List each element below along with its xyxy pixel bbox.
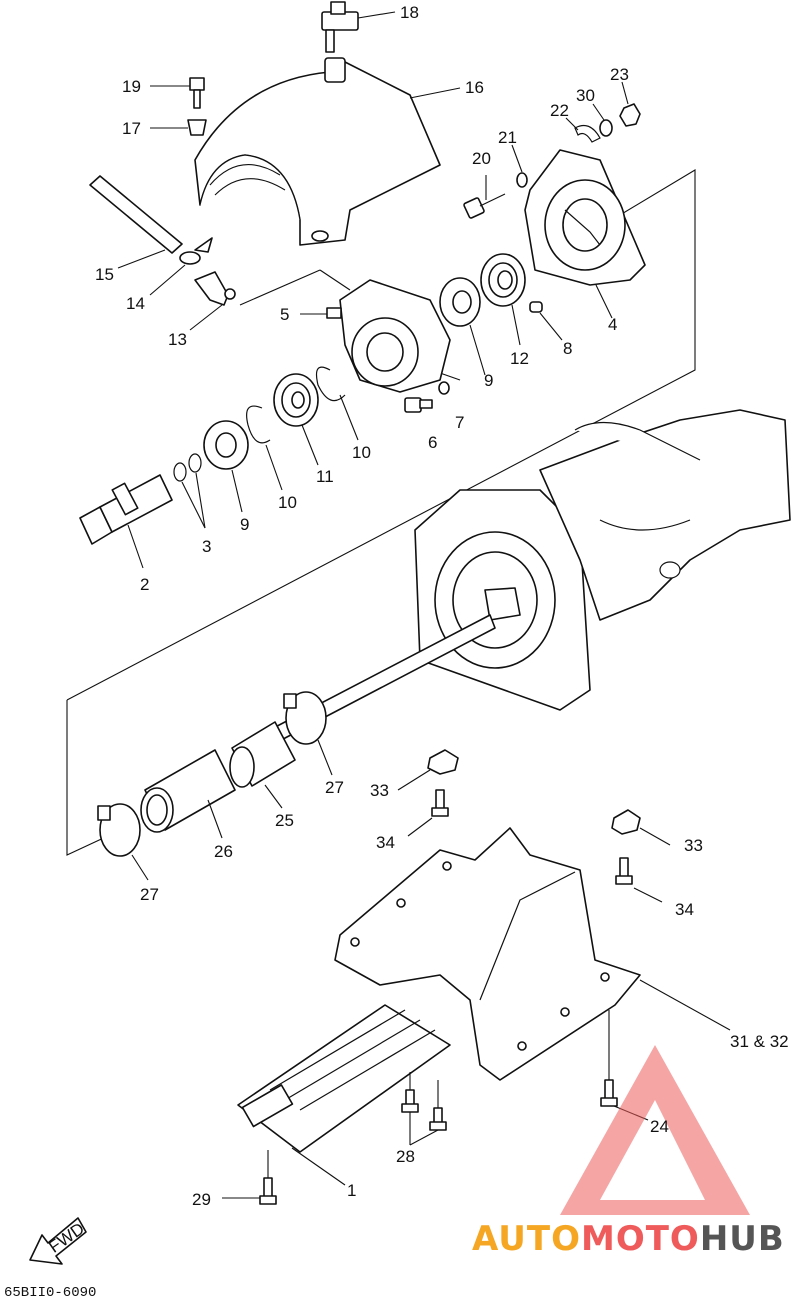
callout-labels: 18 19 17 16 23 30 22 21 20 15 14 13 5 4 … bbox=[95, 3, 789, 1209]
callout-9-lower: 9 bbox=[240, 515, 249, 534]
part-27-clamp-lower bbox=[97, 803, 149, 881]
part-28-screws bbox=[401, 1072, 447, 1146]
part-20-bolt bbox=[463, 175, 506, 219]
callout-34-left: 34 bbox=[376, 833, 395, 852]
callout-6: 6 bbox=[428, 433, 437, 452]
callout-33-left: 33 bbox=[370, 781, 389, 800]
callout-34-right: 34 bbox=[675, 900, 694, 919]
part-9-bearing-upper bbox=[439, 277, 486, 376]
part-4-housing bbox=[524, 149, 646, 319]
callout-30: 30 bbox=[576, 86, 595, 105]
callout-4: 4 bbox=[608, 315, 617, 334]
callout-26: 26 bbox=[214, 842, 233, 861]
callout-7: 7 bbox=[455, 413, 464, 432]
part-9-bearing-lower bbox=[203, 420, 249, 513]
callout-33-right: 33 bbox=[684, 836, 703, 855]
part-33-nut-a bbox=[397, 749, 459, 791]
callout-21: 21 bbox=[498, 128, 517, 147]
callout-10-lower: 10 bbox=[278, 493, 297, 512]
logo-text-hub: HUB bbox=[700, 1219, 785, 1259]
part-25-coupler bbox=[229, 721, 296, 809]
callout-16: 16 bbox=[465, 78, 484, 97]
part-34-screw-b bbox=[615, 857, 663, 903]
part-29-screw bbox=[222, 1150, 277, 1205]
part-14-clip bbox=[149, 237, 213, 296]
callout-2: 2 bbox=[140, 575, 149, 594]
callout-1: 1 bbox=[347, 1181, 356, 1200]
callout-14: 14 bbox=[126, 294, 145, 313]
part-15-hose bbox=[89, 175, 183, 269]
part-31-32-mount bbox=[334, 827, 731, 1081]
part-16-cover bbox=[194, 57, 461, 246]
part-2-shaft bbox=[79, 474, 173, 569]
part-10-circlip-upper bbox=[315, 366, 359, 441]
svg-text:AUTOMOTOHUB: AUTOMOTOHUB bbox=[472, 1219, 785, 1259]
callout-23: 23 bbox=[610, 65, 629, 84]
part-7-washer bbox=[438, 381, 450, 395]
part-19-bolt bbox=[150, 77, 205, 109]
callout-13: 13 bbox=[168, 330, 187, 349]
part-5-housing bbox=[300, 279, 451, 393]
callout-10-upper: 10 bbox=[352, 443, 371, 462]
part-6-bolt bbox=[404, 397, 433, 413]
callout-5: 5 bbox=[280, 305, 289, 324]
callout-18: 18 bbox=[400, 3, 419, 22]
callout-17: 17 bbox=[122, 119, 141, 138]
callout-9-upper: 9 bbox=[484, 371, 493, 390]
callout-19: 19 bbox=[122, 77, 141, 96]
callout-24: 24 bbox=[650, 1117, 669, 1136]
part-30-washer bbox=[592, 103, 613, 137]
callout-12: 12 bbox=[510, 349, 529, 368]
callout-31-32: 31 & 32 bbox=[730, 1032, 789, 1051]
part-11-bearing bbox=[273, 373, 319, 466]
part-27-clamp-upper bbox=[283, 691, 333, 776]
callout-15: 15 bbox=[95, 265, 114, 284]
assembly-frame bbox=[66, 169, 696, 856]
part-1-grate bbox=[237, 1004, 451, 1186]
part-18-bracket-bolt bbox=[321, 1, 396, 53]
callout-27-lower: 27 bbox=[140, 885, 159, 904]
diagram-code: 65BII0-6090 bbox=[4, 1285, 96, 1301]
logo-text-auto: AUTO bbox=[472, 1219, 581, 1259]
automotohub-logo: AUTOMOTOHUB bbox=[472, 1045, 785, 1259]
callout-8: 8 bbox=[563, 339, 572, 358]
part-23-nut bbox=[619, 81, 641, 127]
callout-27-upper: 27 bbox=[325, 778, 344, 797]
part-34-screw-a bbox=[407, 789, 449, 837]
logo-text-moto: MOTO bbox=[581, 1219, 700, 1259]
callout-25: 25 bbox=[275, 811, 294, 830]
part-12-bearing bbox=[480, 253, 526, 346]
fwd-arrow-icon: FWD bbox=[29, 1217, 88, 1265]
part-17-grommet bbox=[150, 119, 207, 136]
callout-20: 20 bbox=[472, 149, 491, 168]
part-10-circlip-lower bbox=[246, 405, 283, 491]
callout-11: 11 bbox=[316, 467, 334, 486]
callout-28: 28 bbox=[396, 1147, 415, 1166]
callout-29: 29 bbox=[192, 1190, 211, 1209]
part-8-pin bbox=[529, 301, 563, 341]
part-13-fitting bbox=[189, 271, 236, 331]
part-21-washer bbox=[511, 144, 528, 188]
part-33-nut-b bbox=[611, 809, 671, 846]
callout-22: 22 bbox=[550, 101, 569, 120]
part-22-clip bbox=[565, 117, 601, 143]
part-26-hose bbox=[140, 749, 236, 839]
pump-assembly bbox=[414, 409, 791, 711]
part-3-o-rings bbox=[173, 453, 206, 529]
callout-3: 3 bbox=[202, 537, 211, 556]
